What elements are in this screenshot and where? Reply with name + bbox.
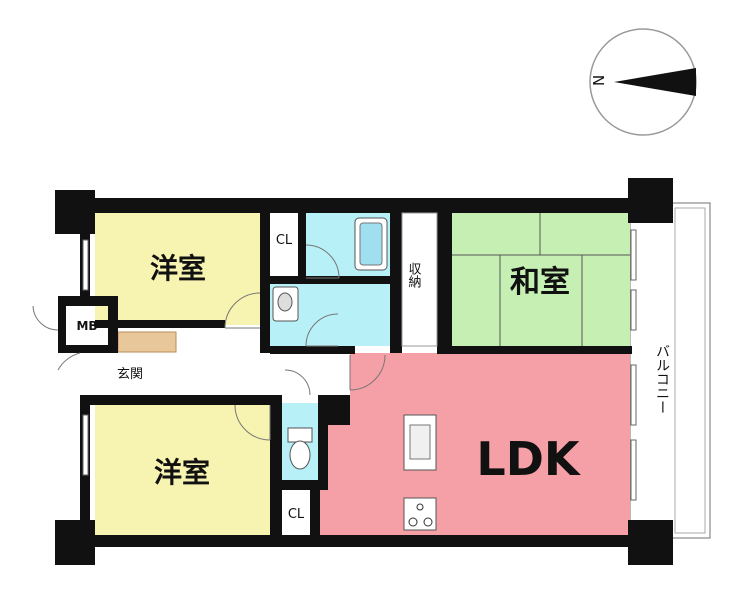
- compass-north-label: N: [590, 75, 608, 86]
- entrance-step: [117, 331, 177, 353]
- tatami-lines: [452, 213, 630, 346]
- storage-label: 収納: [406, 262, 422, 289]
- closet-bottom: [282, 490, 310, 535]
- japanese-room-label: 和室: [510, 265, 570, 300]
- balcony: バルコニー: [629, 202, 711, 539]
- ldk-label: LDK: [476, 432, 581, 486]
- compass: N: [589, 28, 697, 136]
- windows: [82, 229, 637, 501]
- meter-box-label: MB: [76, 319, 97, 333]
- closet-top-label: CL: [276, 233, 293, 248]
- western-room-top-label: 洋室: [150, 252, 206, 285]
- japanese-room: [452, 213, 630, 346]
- pipe-space-label: PS: [329, 403, 346, 417]
- western-room-bottom-label: 洋室: [154, 456, 210, 489]
- balcony-label: バルコニー: [654, 344, 670, 414]
- closet-top: [270, 213, 298, 261]
- western-room-bottom: [95, 403, 275, 535]
- storage-closet: [401, 212, 438, 347]
- closet-bottom-label: CL: [288, 507, 305, 522]
- door-swings: [32, 244, 386, 441]
- fixtures: [272, 217, 437, 531]
- compass-needle-icon: [614, 68, 696, 96]
- stove-icon: [403, 497, 437, 531]
- ldk-room: [320, 353, 630, 535]
- toilet-tank-icon: [287, 427, 313, 443]
- entrance-label: 玄関: [117, 367, 143, 382]
- toilet-icon: [289, 440, 311, 470]
- walls: [55, 178, 673, 565]
